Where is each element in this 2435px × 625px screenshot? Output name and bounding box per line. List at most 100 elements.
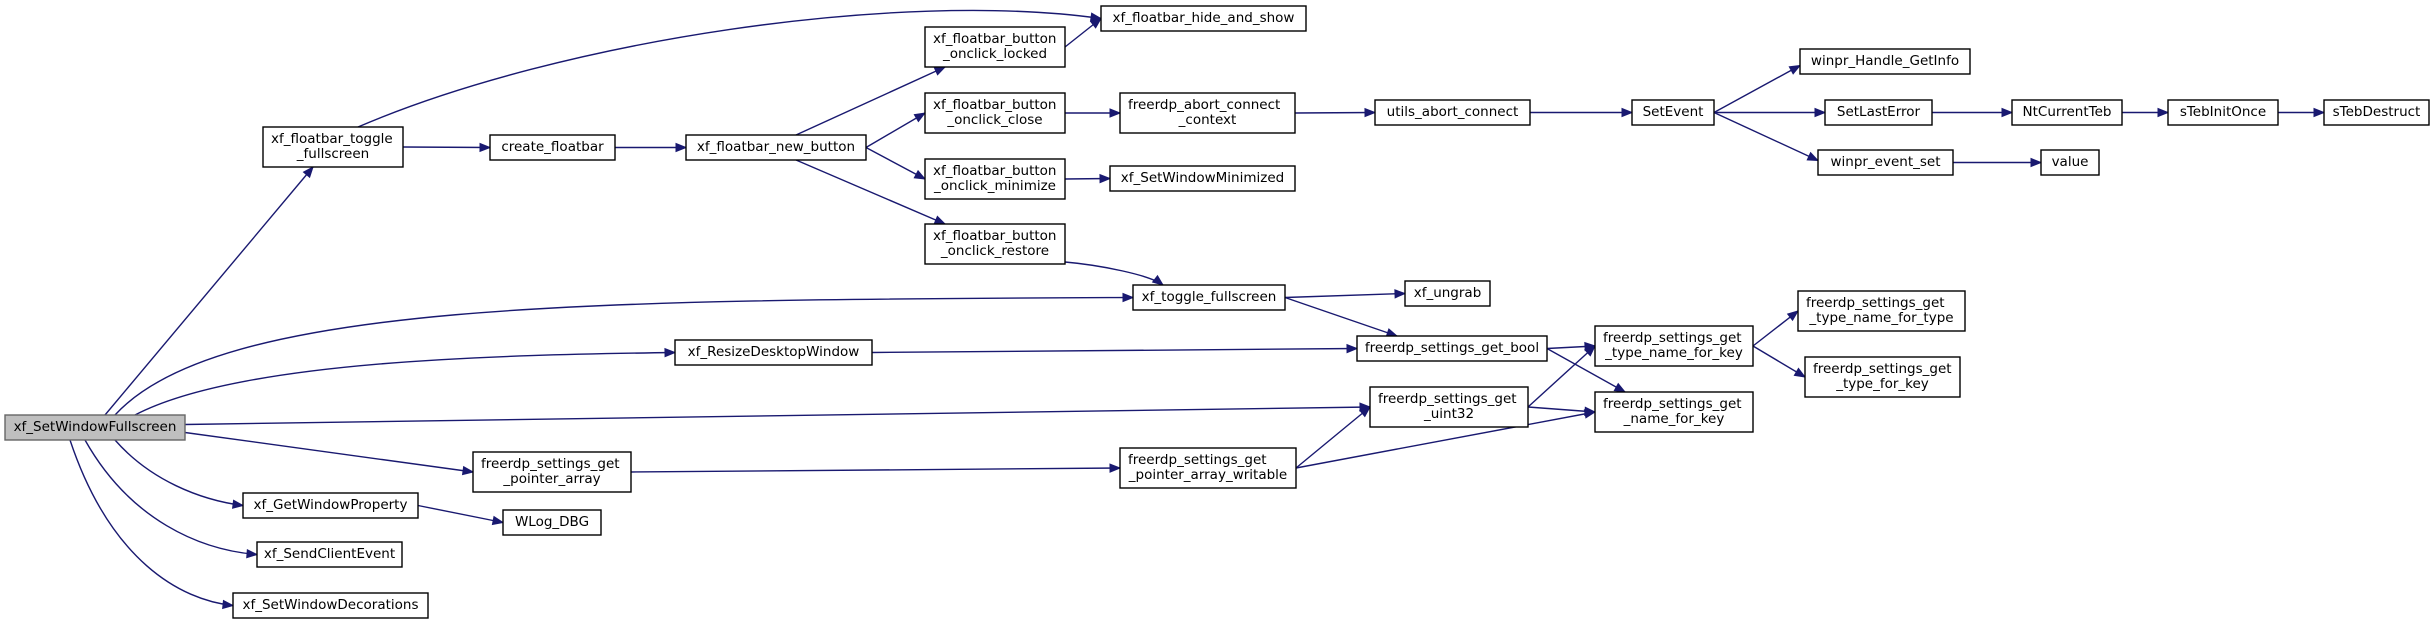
node-label: _pointer_array_writable: [1128, 467, 1287, 483]
node-label: SetLastError: [1837, 104, 1921, 120]
node-root[interactable]: xf_SetWindowFullscreen: [4, 414, 186, 441]
node-box: [1119, 447, 1297, 489]
edge-abort-ctx-to-utils-abort: [1294, 111, 1376, 114]
node-box: [2323, 99, 2430, 126]
node-value[interactable]: value: [2040, 149, 2100, 176]
node-box: [1356, 335, 1548, 362]
node-label: freerdp_abort_connect: [1128, 97, 1280, 113]
node-ptr-array[interactable]: freerdp_settings_get_pointer_array: [472, 451, 632, 493]
node-resize-desktop[interactable]: xf_ResizeDesktopWindow: [674, 339, 873, 366]
arrowhead: [1089, 17, 1103, 29]
arrowhead: [1584, 345, 1596, 357]
node-setevent[interactable]: SetEvent: [1631, 99, 1715, 126]
arrowhead: [231, 499, 245, 509]
node-label: SetEvent: [1643, 104, 1704, 120]
node-label: xf_floatbar_button: [933, 163, 1057, 179]
node-label: WLog_DBG: [515, 514, 589, 530]
arrowhead: [1394, 289, 1407, 299]
edge-ptr-array-w-to-get-uint32: [1295, 406, 1371, 469]
node-box: [1804, 356, 1961, 398]
node-ntcurrentteb[interactable]: NtCurrentTeb: [2011, 99, 2123, 126]
node-getwinprop[interactable]: xf_GetWindowProperty: [242, 492, 419, 519]
arrowhead: [2030, 157, 2043, 168]
node-type-name-type[interactable]: freerdp_settings_get_type_name_for_type: [1797, 290, 1966, 332]
node-event-set[interactable]: winpr_event_set: [1817, 149, 1954, 176]
node-label: value: [2052, 154, 2089, 170]
node-label: _type_name_for_key: [1604, 345, 1743, 361]
node-wlog-dbg[interactable]: WLog_DBG: [502, 509, 602, 536]
node-onclick-close[interactable]: xf_floatbar_button_onclick_close: [924, 92, 1066, 134]
node-label: winpr_Handle_GetInfo: [1811, 53, 1959, 69]
node-toggle-fs[interactable]: xf_floatbar_toggle_fullscreen: [262, 126, 404, 168]
arrowhead: [1806, 151, 1820, 162]
node-ptr-array-w[interactable]: freerdp_settings_get_pointer_array_writa…: [1119, 447, 1297, 489]
node-type-for-key[interactable]: freerdp_settings_get_type_for_key: [1804, 356, 1961, 398]
arrowhead: [1099, 173, 1112, 184]
node-label: sTebInitOnce: [2180, 104, 2266, 120]
node-label: freerdp_settings_get: [1813, 361, 1952, 377]
arrowhead: [664, 347, 677, 358]
node-sendclient[interactable]: xf_SendClientEvent: [256, 541, 403, 568]
arrowhead: [491, 515, 505, 526]
node-label: NtCurrentTeb: [2023, 104, 2112, 120]
node-handle-getinfo[interactable]: winpr_Handle_GetInfo: [1799, 48, 1971, 75]
node-get-bool[interactable]: freerdp_settings_get_bool: [1356, 335, 1548, 362]
node-box: [472, 451, 632, 493]
node-xf-toggle-fs[interactable]: xf_toggle_fullscreen: [1132, 284, 1286, 311]
edge-root-to-sendclient: [84, 439, 258, 556]
node-type-name-key[interactable]: freerdp_settings_get_type_name_for_key: [1594, 325, 1754, 367]
node-label: freerdp_settings_get: [1806, 295, 1945, 311]
node-label: xf_GetWindowProperty: [254, 497, 408, 513]
edge-root-to-setwindeco: [69, 439, 234, 607]
edge-toggle-fs-to-create-fb: [402, 146, 491, 149]
arrowhead: [913, 112, 927, 123]
node-abort-ctx[interactable]: freerdp_abort_connect_context: [1119, 92, 1296, 134]
arrowhead: [1109, 463, 1122, 473]
node-label: xf_ungrab: [1414, 285, 1482, 301]
node-setwinmin[interactable]: xf_SetWindowMinimized: [1109, 165, 1296, 192]
node-utils-abort[interactable]: utils_abort_connect: [1374, 99, 1531, 126]
node-label: freerdp_settings_get: [1378, 391, 1517, 407]
node-get-uint32[interactable]: freerdp_settings_get_uint32: [1369, 386, 1529, 428]
arrowhead: [933, 66, 947, 76]
edge-onclick-restore-to-xf-toggle-fs: [1064, 261, 1164, 286]
node-label: xf_SendClientEvent: [264, 546, 395, 562]
node-label: _context: [1178, 112, 1237, 128]
node-box: [924, 158, 1066, 200]
node-onclick-locked[interactable]: xf_floatbar_button_onclick_locked: [924, 26, 1066, 68]
node-box: [1132, 284, 1286, 311]
node-label: freerdp_settings_get: [1128, 452, 1267, 468]
arrowhead: [1621, 107, 1634, 118]
arrowhead: [675, 142, 688, 153]
node-label: xf_floatbar_button: [933, 228, 1057, 244]
node-box: [502, 509, 602, 536]
node-new-button[interactable]: xf_floatbar_new_button: [685, 134, 867, 161]
node-stebinitonce[interactable]: sTebInitOnce: [2167, 99, 2279, 126]
node-label: freerdp_settings_get: [1603, 330, 1742, 346]
arrowhead: [1613, 382, 1627, 393]
node-label: _onclick_locked: [942, 46, 1047, 62]
node-box: [924, 223, 1066, 265]
arrowhead: [479, 142, 492, 153]
edge-toggle-fs-to-hide-show: [357, 9, 1102, 128]
node-setlasterror[interactable]: SetLastError: [1824, 99, 1933, 126]
edge-new-button-to-onclick-restore: [795, 159, 946, 225]
node-ungrab[interactable]: xf_ungrab: [1404, 280, 1491, 307]
node-box: [262, 126, 404, 168]
node-box: [4, 414, 186, 441]
node-stebdestruct[interactable]: sTebDestruct: [2323, 99, 2430, 126]
arrowhead: [1346, 343, 1359, 354]
arrowhead: [1151, 274, 1165, 286]
node-label: xf_floatbar_hide_and_show: [1113, 10, 1295, 26]
node-onclick-min[interactable]: xf_floatbar_button_onclick_minimize: [924, 158, 1066, 200]
node-onclick-restore[interactable]: xf_floatbar_button_onclick_restore: [924, 223, 1066, 265]
edge-xf-toggle-fs-to-ungrab: [1284, 292, 1406, 299]
node-name-for-key[interactable]: freerdp_settings_get_name_for_key: [1594, 391, 1754, 433]
node-hide-show[interactable]: xf_floatbar_hide_and_show: [1100, 5, 1307, 32]
node-box: [924, 92, 1066, 134]
edge-get-uint32-to-name-for-key: [1527, 406, 1596, 413]
node-create-fb[interactable]: create_floatbar: [489, 134, 616, 161]
node-setwindeco[interactable]: xf_SetWindowDecorations: [232, 592, 429, 619]
node-label: xf_SetWindowDecorations: [243, 597, 419, 613]
